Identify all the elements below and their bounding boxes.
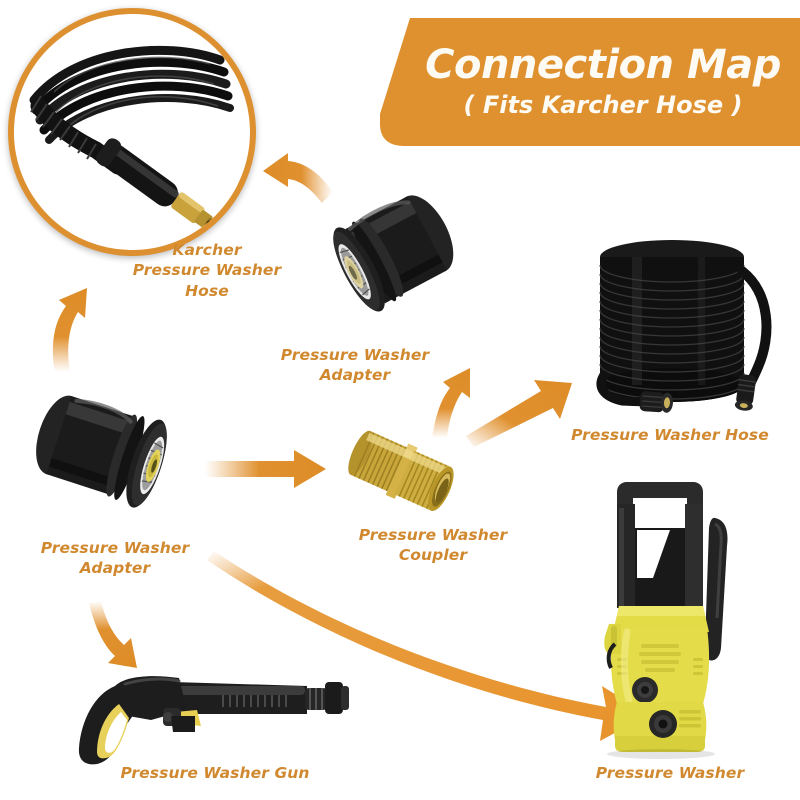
label-karcher-hose: Karcher Pressure Washer Hose bbox=[132, 241, 282, 300]
arrow-adapter-left-to-gun bbox=[89, 601, 137, 668]
karcher-hose-image bbox=[8, 8, 256, 256]
gun-image bbox=[55, 660, 365, 770]
label-coupler: Pressure Washer Coupler bbox=[358, 526, 508, 565]
hose-coil-image bbox=[580, 235, 790, 425]
label-adapter-top: Pressure Washer Adapter bbox=[280, 346, 430, 385]
pressure-washer-image bbox=[575, 468, 760, 763]
arrow-adapter-left-to-karcher-hose bbox=[52, 288, 87, 372]
page-title: Connection Map bbox=[425, 41, 781, 88]
header-banner: Connection Map ( Fits Karcher Hose ) bbox=[380, 18, 800, 146]
arrow-to-pressure-washer bbox=[207, 551, 648, 741]
arrow-coupler-to-adapter bbox=[432, 368, 470, 438]
coupler-image bbox=[338, 418, 468, 528]
banner-shape bbox=[380, 18, 800, 146]
label-hose-coil: Pressure Washer Hose bbox=[571, 426, 769, 444]
arrow-coupler-to-hose-coil bbox=[466, 380, 572, 447]
adapter-top-image bbox=[300, 165, 480, 340]
label-adapter-left: Pressure Washer Adapter bbox=[40, 539, 190, 578]
arrow-adapter-to-karcher-hose bbox=[263, 153, 333, 203]
label-pressure-washer: Pressure Washer bbox=[595, 764, 745, 782]
label-gun: Pressure Washer Gun bbox=[120, 764, 310, 782]
arrow-adapter-left-to-coupler bbox=[205, 450, 326, 488]
adapter-left-image bbox=[22, 372, 212, 537]
page-subtitle: ( Fits Karcher Hose ) bbox=[463, 90, 743, 119]
